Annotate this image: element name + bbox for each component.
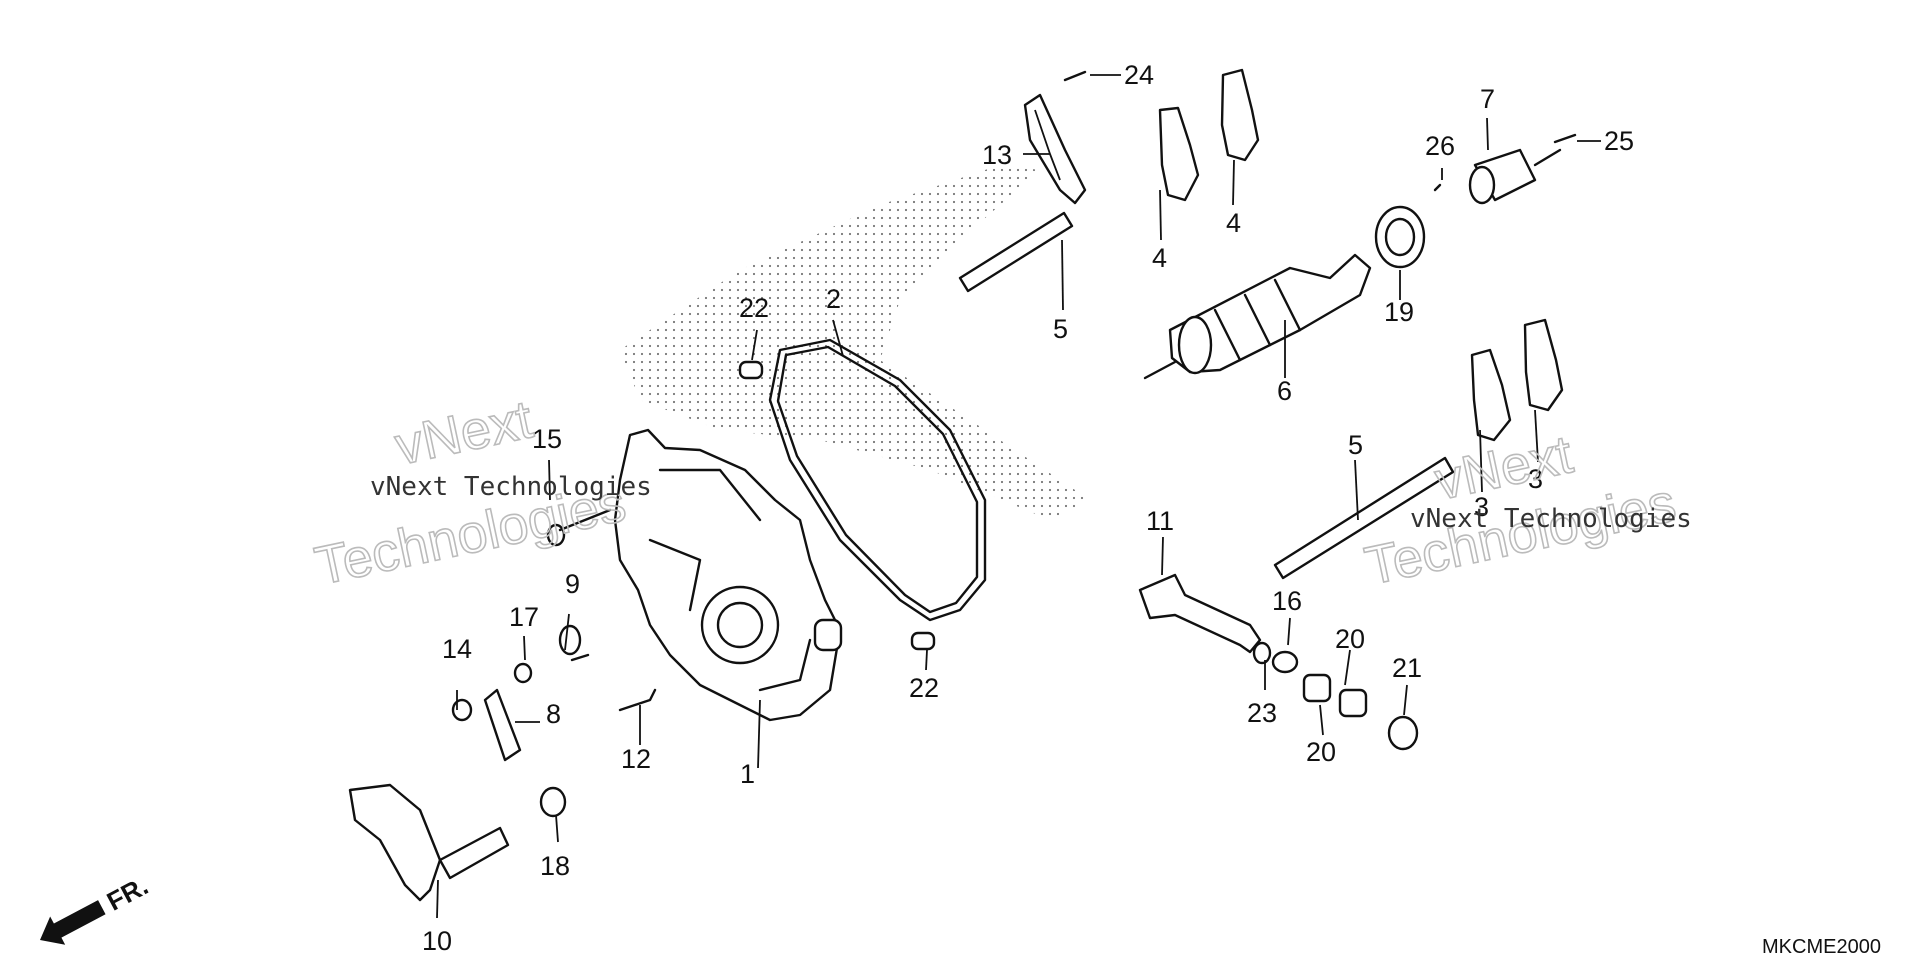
crankcase-cover-part [613,428,843,722]
callout-19: 19 [1384,297,1414,327]
watermark-right: vNext Technologies vNext Technologies [1359,424,1692,598]
callout-13: 13 [982,140,1012,170]
callout-16: 16 [1272,586,1302,616]
callout-20b: 20 [1306,737,1336,767]
callout-24: 24 [1124,60,1154,90]
leader-lines [436,74,1601,919]
gearshift-spindle-part [1138,573,1262,654]
callout-4b: 4 [1226,208,1241,238]
callout-4a: 4 [1152,243,1167,273]
engine-silhouette-dots [620,165,1090,520]
callout-2: 2 [826,284,841,314]
callout-12: 12 [621,744,651,774]
callout-20a: 20 [1335,624,1365,654]
callout-5a: 5 [1053,314,1068,344]
callout-10: 10 [422,926,452,956]
callout-22b: 22 [909,673,939,703]
watermark-line-left: vNext Technologies [370,472,652,502]
callout-1: 1 [740,759,755,789]
callout-17: 17 [509,602,539,632]
watermark-line-right: vNext Technologies [1410,504,1692,534]
small-parts [451,70,1577,818]
callout-14: 14 [442,634,472,664]
callout-22a: 22 [739,293,769,323]
diagram-code: MKCME2000 [1762,936,1881,958]
neutral-switch-part [1468,148,1562,205]
gearshift-arm-part [348,783,510,902]
callout-23: 23 [1247,698,1277,728]
callout-11: 11 [1146,506,1174,536]
watermark-word1-left: vNext [390,389,538,476]
callout-18: 18 [540,851,570,881]
gasket-part [768,338,987,622]
callout-3a: 3 [1528,464,1543,494]
shift-drum-part [1143,253,1372,380]
callout-21: 21 [1392,653,1422,683]
shift-fork-part [1158,68,1564,442]
stopper-plate-part [1023,93,1087,205]
fork-shaft-part [958,211,1455,580]
callout-7: 7 [1480,84,1495,114]
callout-15: 15 [532,424,562,454]
callout-9: 9 [565,569,580,599]
callout-8: 8 [546,699,561,729]
front-direction-arrow: FR. [40,870,153,945]
callout-3b: 3 [1474,492,1489,522]
front-direction-label: FR. [102,870,153,916]
callout-5b: 5 [1348,430,1363,460]
callouts: 1 2 3 3 4 4 5 5 6 7 8 9 10 11 12 13 14 1… [422,60,1634,956]
oil-seal-part [1374,205,1426,269]
callout-25: 25 [1604,126,1634,156]
callout-6: 6 [1277,376,1292,406]
callout-26: 26 [1425,131,1455,161]
watermark-left: vNext Technologies vNext Technologies [309,389,652,598]
